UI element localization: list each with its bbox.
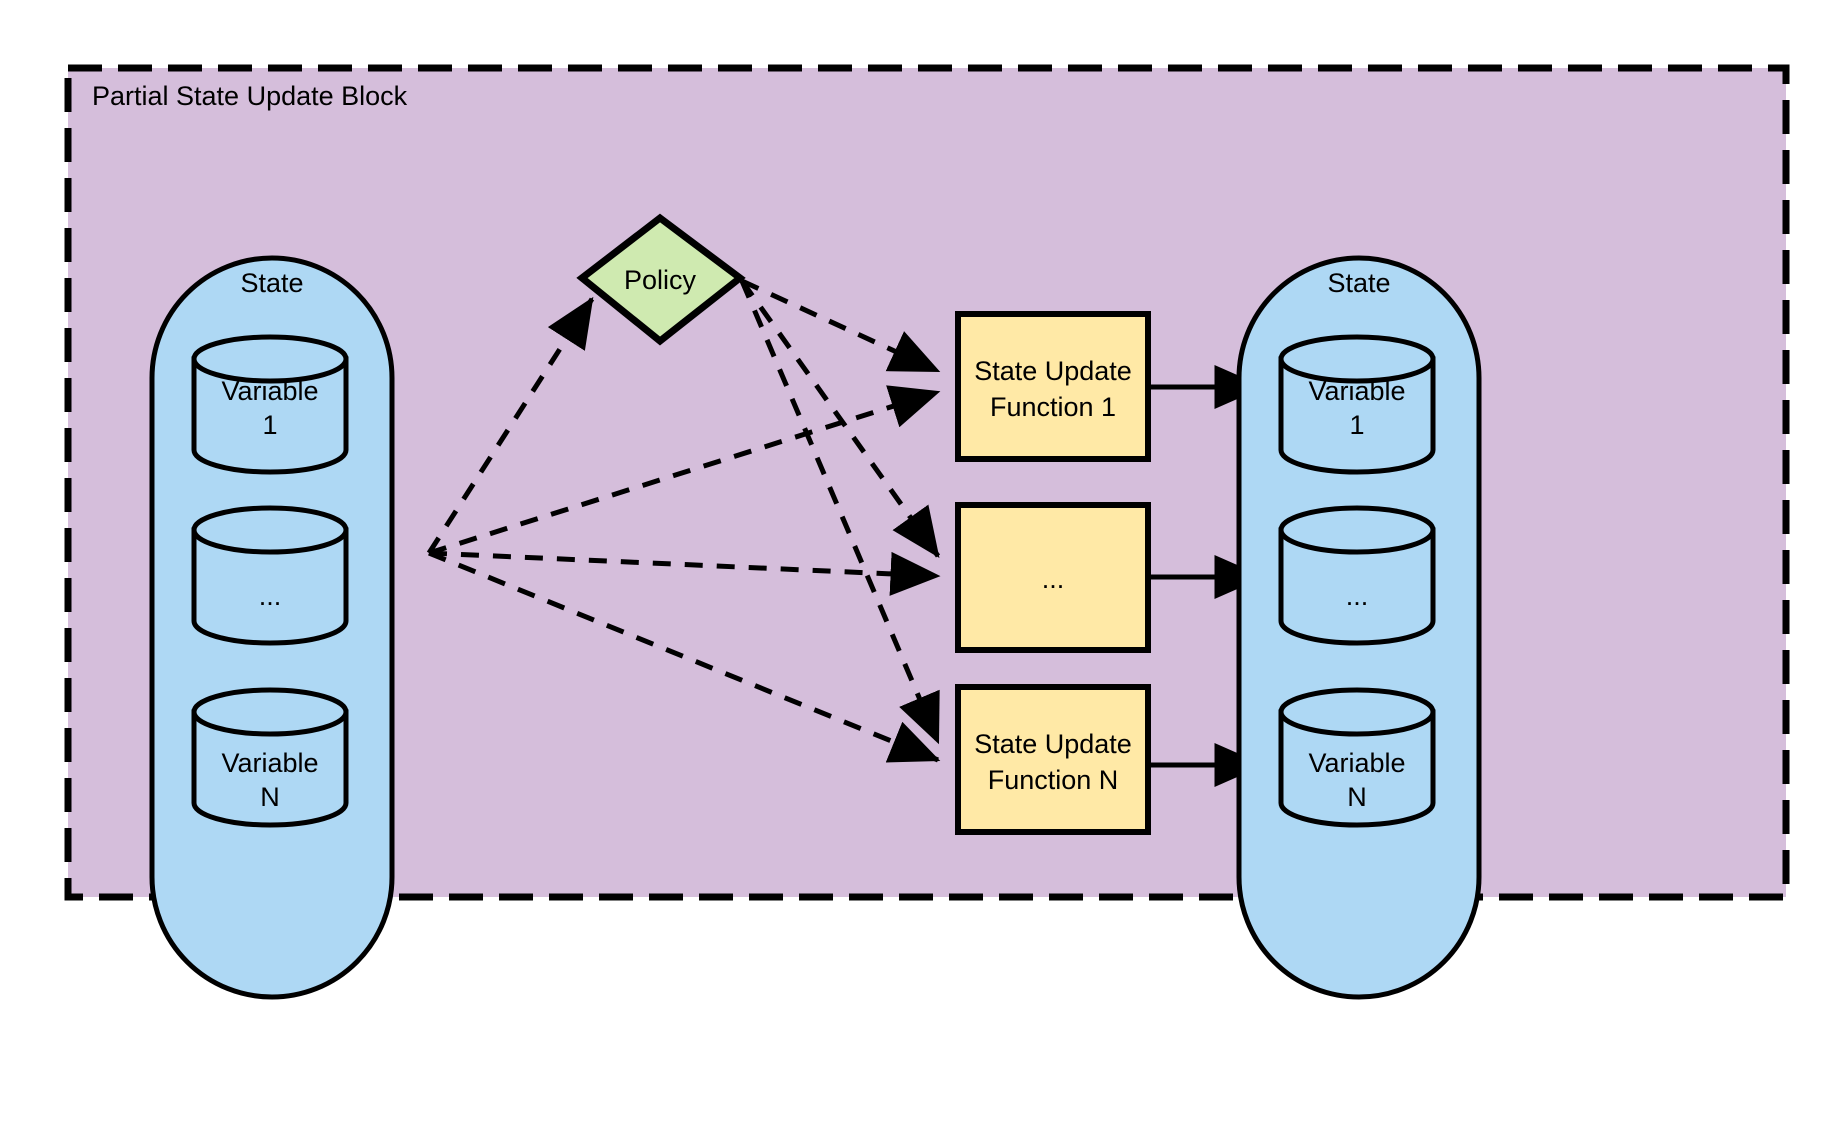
policy-diamond-shape[interactable] <box>576 213 746 346</box>
state-update-function-1[interactable]: State Update Function 1 <box>955 311 1151 462</box>
edges-from-policy <box>739 278 941 745</box>
input-variable-n-label-line2: N <box>260 782 280 812</box>
edge-state-to-function-ellipsis <box>428 550 941 596</box>
edge-policy-to-function-ellipsis <box>739 279 941 559</box>
input-variable-ellipsis-label: ... <box>259 581 282 611</box>
edge-state-to-function-n <box>428 550 941 763</box>
output-variable-1-label-line2: 1 <box>1349 410 1364 440</box>
output-state-label: State <box>1327 268 1390 298</box>
output-variable-ellipsis-cylinder: ... <box>1278 505 1436 646</box>
policy-node[interactable]: Policy <box>576 213 746 346</box>
output-state-container: State Variable 1 ... Variable N <box>1236 255 1482 1000</box>
output-variable-1-label-line1: Variable <box>1308 376 1405 406</box>
edge-state-to-function-1 <box>428 385 941 556</box>
output-variable-1-cylinder: Variable 1 <box>1278 334 1436 475</box>
edges-from-input-state <box>426 296 941 763</box>
input-variable-n-label-line1: Variable <box>221 748 318 778</box>
state-update-function-ellipsis-label: ... <box>1042 564 1065 594</box>
state-update-function-ellipsis[interactable]: ... <box>955 502 1151 653</box>
input-variable-1-cylinder: Variable 1 <box>191 334 349 475</box>
input-variable-n-cylinder: Variable N <box>191 687 349 828</box>
output-variable-n-label-line1: Variable <box>1308 748 1405 778</box>
policy-label: Policy <box>624 265 697 295</box>
output-variable-n-label-line2: N <box>1347 782 1367 812</box>
output-variable-n-cylinder: Variable N <box>1278 687 1436 828</box>
state-update-function-n-box[interactable] <box>955 684 1151 835</box>
input-variable-1-label-line1: Variable <box>221 376 318 406</box>
state-update-function-ellipsis-box[interactable] <box>955 502 1151 653</box>
state-update-function-n-label-line2: Function N <box>988 765 1119 795</box>
state-update-function-n-label-line1: State Update <box>974 729 1132 759</box>
edge-policy-to-function-n <box>739 280 941 745</box>
state-update-function-n[interactable]: State Update Function N <box>955 684 1151 835</box>
input-variable-ellipsis-cylinder: ... <box>191 505 349 646</box>
state-update-function-1-box[interactable] <box>955 311 1151 462</box>
state-update-function-1-label-line2: Function 1 <box>990 392 1116 422</box>
output-variable-ellipsis-label: ... <box>1346 581 1369 611</box>
input-state-container: State Variable 1 ... Variable N <box>149 255 395 1000</box>
edge-policy-to-function-1 <box>740 278 941 374</box>
state-update-function-1-label-line1: State Update <box>974 356 1132 386</box>
input-variable-1-label-line2: 1 <box>262 410 277 440</box>
block-title: Partial State Update Block <box>92 81 408 111</box>
input-state-label: State <box>240 268 303 298</box>
